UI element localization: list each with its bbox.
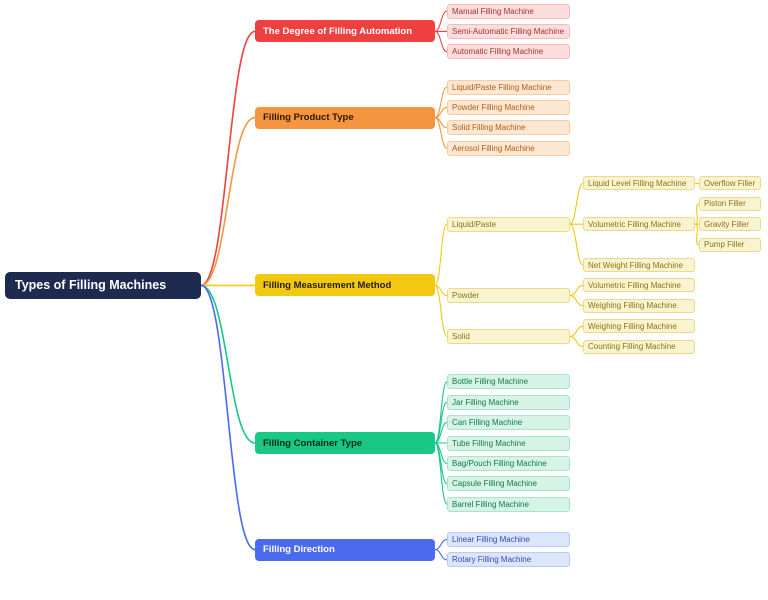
connector-line [569, 284, 584, 297]
branch-node-the-degree-of-filling-automation[interactable]: The Degree of Filling Automation [255, 20, 435, 43]
branch-node-filling-container-type[interactable]: Filling Container Type [255, 432, 435, 454]
connector-line [434, 401, 448, 444]
connector-line [434, 284, 448, 337]
node-powder[interactable]: Powder [447, 288, 570, 304]
node-capsule-filling-machine[interactable]: Capsule Filling Machine [447, 476, 570, 492]
branch-node-filling-measurement-method[interactable]: Filling Measurement Method [255, 274, 435, 297]
node-volumetric-filling-machine[interactable]: Volumetric Filling Machine [583, 217, 695, 232]
node-net-weight-filling-machine[interactable]: Net Weight Filling Machine [583, 258, 695, 272]
node-semi-automatic-filling-machine[interactable]: Semi-Automatic Filling Machine [447, 23, 570, 39]
connector-line [434, 442, 448, 464]
connector-line [434, 381, 448, 444]
node-linear-filling-machine[interactable]: Linear Filling Machine [447, 531, 570, 547]
connector-line [434, 106, 448, 119]
connector-line [569, 223, 584, 266]
node-tube-filling-machine[interactable]: Tube Filling Machine [447, 435, 570, 451]
node-volumetric-filling-machine[interactable]: Volumetric Filling Machine [583, 278, 695, 293]
connector-line [200, 116, 256, 287]
node-solid[interactable]: Solid [447, 328, 570, 344]
node-powder-filling-machine[interactable]: Powder Filling Machine [447, 99, 570, 115]
connector-line [569, 182, 584, 225]
connector-line [434, 442, 448, 505]
connector-line [434, 538, 448, 551]
connector-line [434, 549, 448, 561]
connector-line [434, 442, 448, 485]
node-jar-filling-machine[interactable]: Jar Filling Machine [447, 394, 570, 410]
connector-line [569, 295, 584, 307]
node-overflow-filler[interactable]: Overflow Filler [699, 176, 761, 191]
node-liquid-level-filling-machine[interactable]: Liquid Level Filling Machine [583, 176, 695, 191]
connector-line [434, 223, 448, 286]
node-counting-filling-machine[interactable]: Counting Filling Machine [583, 339, 695, 354]
node-rotary-filling-machine[interactable]: Rotary Filling Machine [447, 552, 570, 568]
connector-line [434, 117, 448, 129]
connector-line [200, 30, 256, 287]
node-can-filling-machine[interactable]: Can Filling Machine [447, 415, 570, 431]
node-pump-filler[interactable]: Pump Filler [699, 237, 761, 252]
node-liquid-paste-filling-machine[interactable]: Liquid/Paste Filling Machine [447, 79, 570, 95]
node-weighing-filling-machine[interactable]: Weighing Filling Machine [583, 319, 695, 334]
connector-line [434, 284, 448, 297]
node-barrel-filling-machine[interactable]: Barrel Filling Machine [447, 496, 570, 512]
connector-line [434, 30, 448, 53]
branch-node-filling-product-type[interactable]: Filling Product Type [255, 106, 435, 129]
node-bag-pouch-filling-machine[interactable]: Bag/Pouch Filling Machine [447, 455, 570, 471]
node-liquid-paste[interactable]: Liquid/Paste [447, 216, 570, 232]
node-weighing-filling-machine[interactable]: Weighing Filling Machine [583, 298, 695, 313]
node-gravity-filler[interactable]: Gravity Filler [699, 217, 761, 232]
connector-line [200, 284, 256, 444]
connector-line [434, 86, 448, 119]
node-solid-filling-machine[interactable]: Solid Filling Machine [447, 120, 570, 136]
connector-line [434, 422, 448, 444]
root-node-types-of-filling-machines[interactable]: Types of Filling Machines [5, 271, 201, 299]
branch-node-filling-direction[interactable]: Filling Direction [255, 538, 435, 561]
connector-line [569, 325, 584, 337]
node-aerosol-filling-machine[interactable]: Aerosol Filling Machine [447, 140, 570, 156]
node-automatic-filling-machine[interactable]: Automatic Filling Machine [447, 44, 570, 60]
node-bottle-filling-machine[interactable]: Bottle Filling Machine [447, 374, 570, 390]
connector-line [434, 10, 448, 32]
node-manual-filling-machine[interactable]: Manual Filling Machine [447, 3, 570, 19]
connector-line [434, 117, 448, 149]
node-piston-filler[interactable]: Piston Filler [699, 196, 761, 211]
connector-line [200, 284, 256, 551]
connector-line [569, 335, 584, 348]
